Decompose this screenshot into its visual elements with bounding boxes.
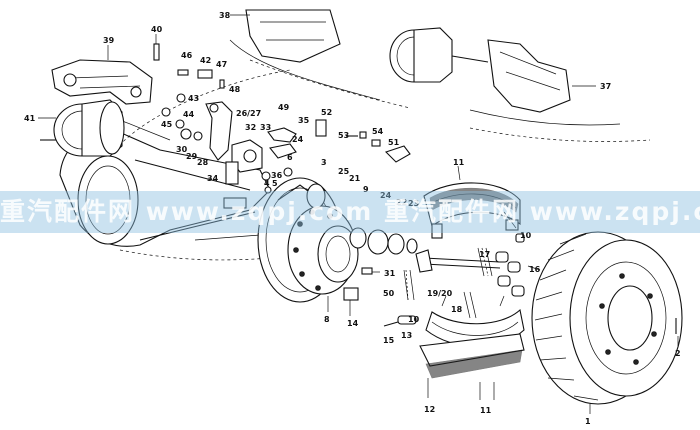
callout-4: 4	[264, 179, 270, 188]
callout-37: 37	[600, 82, 611, 91]
hardware-group	[153, 43, 225, 141]
callout-10b: 10	[408, 315, 420, 324]
callout-46: 46	[181, 51, 193, 60]
callout-21: 21	[349, 174, 361, 183]
callout-50: 50	[383, 289, 395, 298]
callout-30: 30	[176, 145, 188, 154]
callout-39: 39	[103, 36, 115, 45]
callout-18: 18	[451, 305, 463, 314]
callout-31: 31	[384, 269, 396, 278]
callout-14: 14	[347, 319, 359, 328]
callout-53: 53	[338, 131, 349, 140]
bracket-52	[315, 119, 327, 137]
hardware-33-35-36	[223, 127, 297, 209]
leader-lines	[38, 14, 679, 414]
rollers-and-pins	[383, 233, 525, 327]
callout-24a: 24	[380, 191, 392, 200]
callout-5: 5	[272, 179, 278, 188]
callout-38: 38	[219, 11, 231, 20]
callout-26-27: 26/27	[236, 109, 261, 118]
callout-1: 1	[585, 417, 591, 426]
callout-9: 9	[363, 185, 369, 194]
callout-45: 45	[161, 120, 173, 129]
bracket-37	[469, 39, 651, 142]
callout-48: 48	[229, 85, 241, 94]
callout-12: 12	[424, 405, 435, 414]
callout-52: 52	[321, 108, 332, 117]
callout-42: 42	[200, 56, 211, 65]
callout-54: 54	[372, 127, 384, 136]
callout-3: 3	[321, 158, 327, 167]
callout-40: 40	[151, 25, 163, 34]
callout-13: 13	[401, 331, 412, 340]
slack-adjuster	[205, 101, 233, 161]
brake-shoe-upper	[423, 182, 521, 239]
callout-17: 17	[479, 250, 490, 259]
callout-22: 22	[396, 198, 407, 207]
callout-6: 6	[287, 153, 293, 162]
callout-29: 29	[186, 152, 198, 161]
axle-housing	[59, 69, 301, 261]
wheel-hub	[287, 205, 359, 295]
callout-23: 23	[408, 199, 419, 208]
callout-16: 16	[529, 265, 541, 274]
callout-34: 34	[207, 174, 219, 183]
callout-2: 2	[675, 349, 681, 358]
hub-parts	[306, 183, 418, 301]
camshaft-bracket	[225, 139, 263, 185]
callout-11a: 11	[453, 158, 465, 167]
callout-35: 35	[298, 116, 310, 125]
callout-28: 28	[197, 158, 209, 167]
brake-chamber-left	[40, 99, 125, 157]
callout-11b: 11	[480, 406, 492, 415]
watermark-text: 重汽配件网 www.zqpj.com 重汽配件网 www.zqpj.com 重汽…	[0, 197, 700, 226]
callout-19-20: 19/20	[427, 289, 453, 298]
callout-32: 32	[245, 123, 256, 132]
brake-drum	[531, 231, 683, 405]
callout-33: 33	[260, 123, 271, 132]
callout-labels: 1 2 3 4 5 6 8 9 10 10 11 11 12 13 14 15 …	[24, 11, 681, 426]
callout-51: 51	[388, 138, 400, 147]
callout-24b: 24	[292, 135, 304, 144]
callout-25: 25	[338, 167, 350, 176]
callout-44: 44	[183, 110, 195, 119]
callout-47: 47	[216, 60, 227, 69]
brake-chamber-right	[389, 27, 489, 83]
callout-41: 41	[24, 114, 36, 123]
brake-camshaft	[403, 247, 501, 319]
watermark-banner	[0, 191, 700, 233]
hardware-53-54-51	[346, 131, 411, 163]
callout-8: 8	[324, 315, 330, 324]
brake-shoe-lower	[419, 295, 525, 379]
bracket-39	[51, 59, 153, 105]
callout-15: 15	[383, 336, 395, 345]
callout-36: 36	[271, 171, 283, 180]
bracket-38	[229, 9, 411, 109]
callout-43: 43	[188, 94, 199, 103]
callout-49: 49	[278, 103, 290, 112]
callout-10a: 10	[520, 231, 532, 240]
